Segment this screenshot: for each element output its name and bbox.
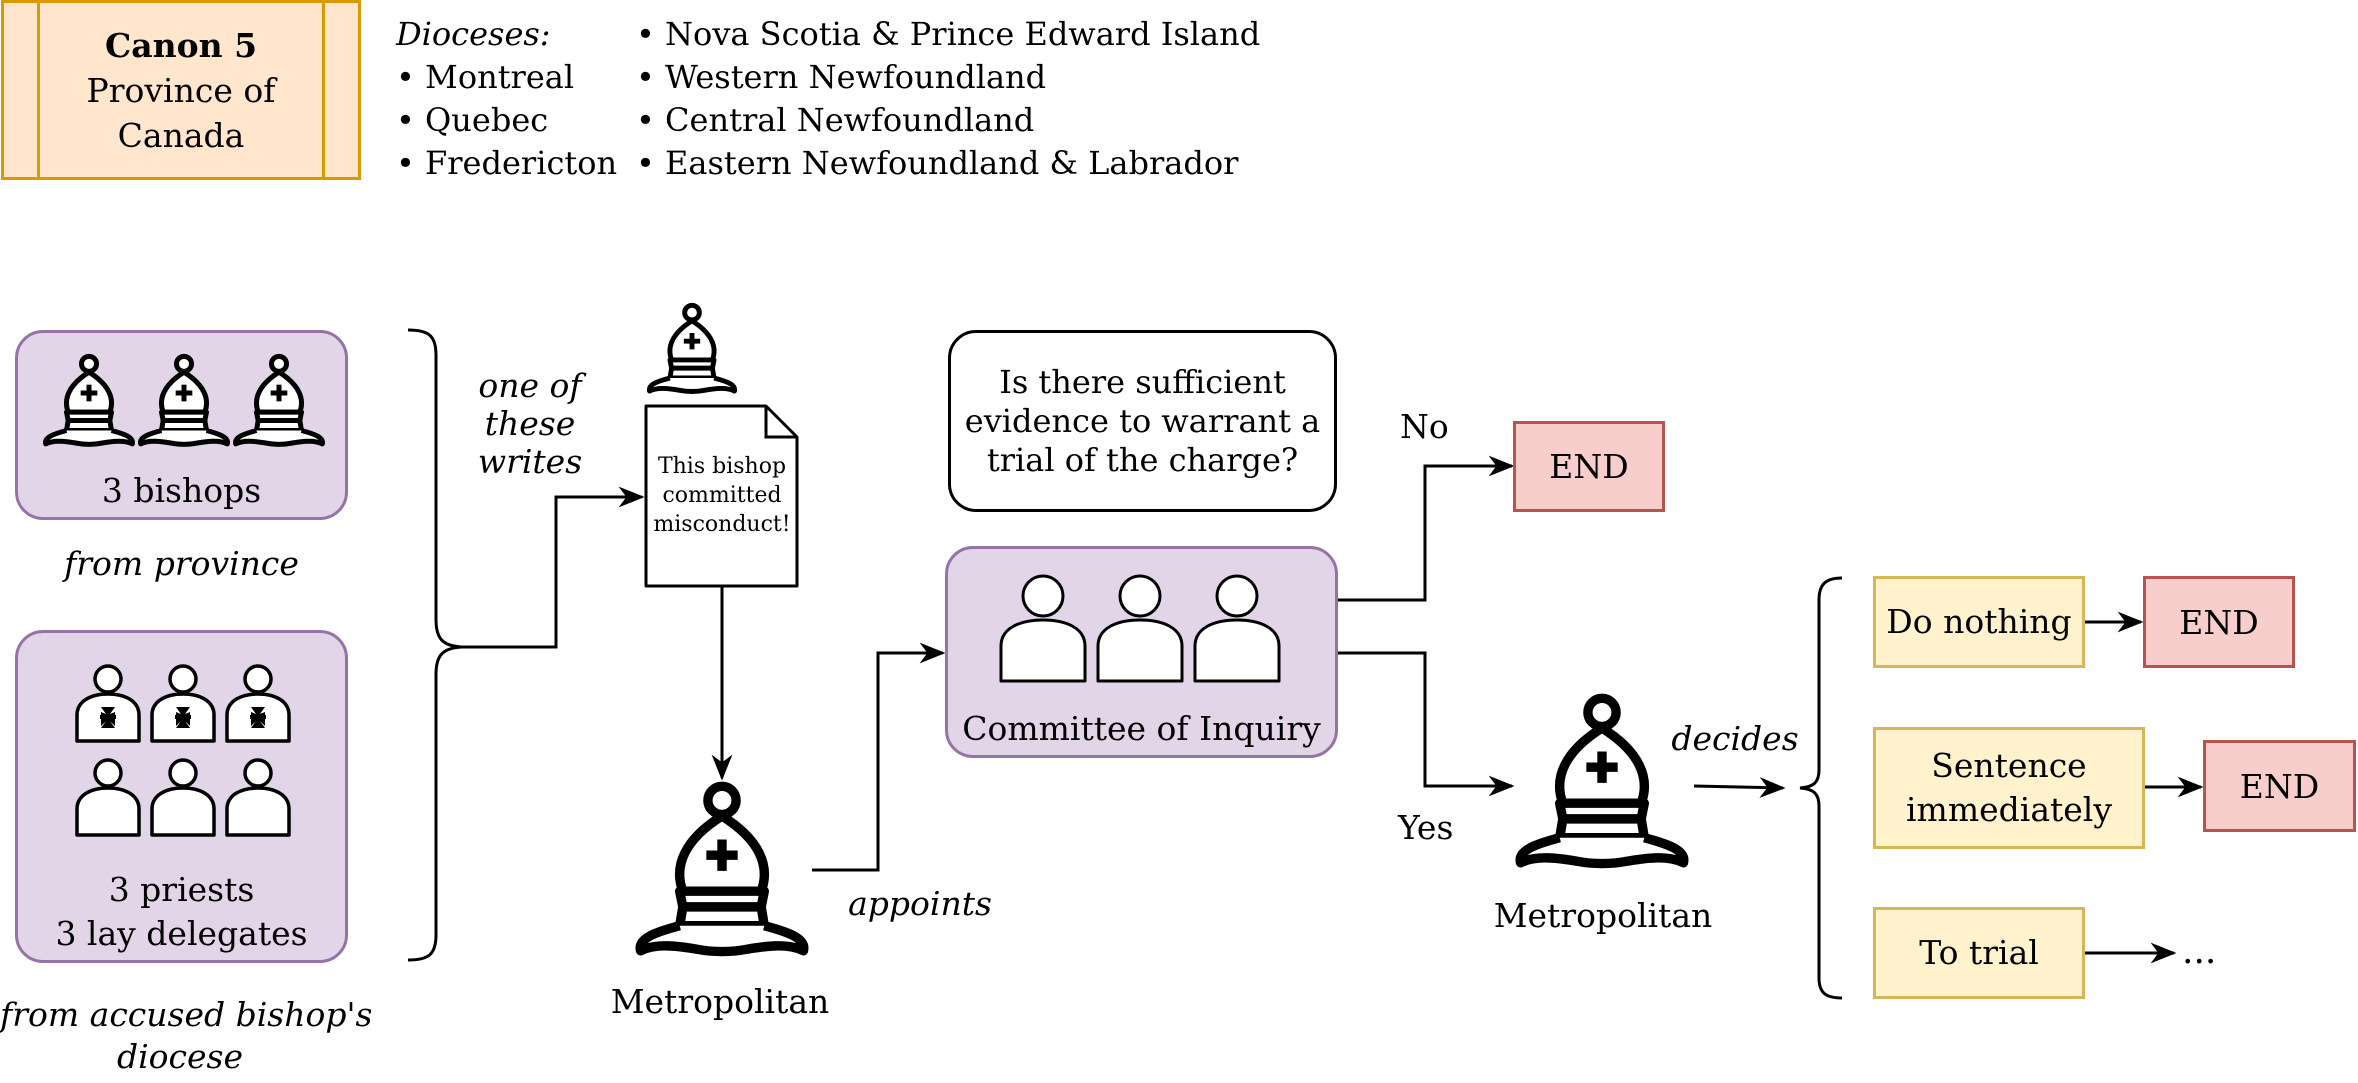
dioceses-list-left: Dioceses: • Montreal • Quebec • Frederic…	[396, 13, 617, 185]
end-box-sentence: END	[2203, 740, 2356, 832]
canon-title-box: Canon 5 Province of Canada	[1, 0, 361, 180]
appoints-label: appoints	[848, 884, 992, 923]
canon-title: Canon 5	[104, 26, 258, 65]
metropolitan-label-2: Metropolitan	[1493, 896, 1713, 935]
committee-of-inquiry-box: Committee of Inquiry	[945, 546, 1338, 758]
yes-branch-label: Yes	[1398, 808, 1454, 847]
metropolitan-bishop-icon	[628, 780, 816, 968]
diocese-item: • Eastern Newfoundland & Labrador	[636, 144, 1239, 182]
metropolitan-bishop-icon	[1508, 692, 1696, 880]
inquiry-question-box: Is there sufficient evidence to warrant …	[948, 330, 1337, 512]
writes-line3: writes	[477, 442, 583, 481]
person-icon	[1095, 574, 1185, 684]
writes-label: one of these writes	[455, 367, 605, 481]
dioceses-heading: Dioceses:	[396, 15, 551, 53]
document-text: This bishop committed misconduct!	[644, 452, 800, 539]
sentence-line1: Sentence	[1931, 746, 2087, 785]
writes-line2: these	[484, 404, 576, 443]
metropolitan-label: Metropolitan	[610, 982, 830, 1021]
no-branch-label: No	[1400, 407, 1449, 446]
diocese-item: • Fredericton	[396, 144, 618, 182]
sentence-line2: immediately	[1905, 790, 2112, 829]
canon-line1: Province of	[86, 71, 276, 110]
end-box-do-nothing: END	[2143, 576, 2295, 668]
diocese-item: • Nova Scotia & Prince Edward Island	[636, 15, 1261, 53]
document-line2: committed	[662, 483, 782, 508]
document-line3: misconduct!	[653, 512, 791, 537]
diocese-group-box: 3 priests 3 lay delegates	[15, 630, 348, 963]
question-line3: trial of the charge?	[986, 440, 1299, 479]
decides-label: decides	[1671, 719, 1799, 758]
canon-line2: Canada	[117, 116, 245, 155]
diocese-source-label-1: from accused bishop's	[0, 995, 373, 1034]
sentence-immediately-option: Sentence immediately	[1873, 727, 2145, 849]
writes-line1: one of	[478, 366, 582, 405]
bishops-group-box: 3 bishops	[15, 330, 348, 520]
diocese-item: • Montreal	[396, 58, 575, 96]
person-icon	[1192, 574, 1282, 684]
person-icon	[998, 574, 1088, 684]
diocese-item: • Western Newfoundland	[636, 58, 1047, 96]
end-box-no: END	[1513, 421, 1665, 512]
question-line2: evidence to warrant a	[964, 401, 1321, 440]
dioceses-list-right: • Nova Scotia & Prince Edward Island • W…	[636, 13, 1260, 185]
diocese-item: • Quebec	[396, 101, 549, 139]
diocese-item: • Central Newfoundland	[636, 101, 1035, 139]
document-line1: This bishop	[657, 454, 787, 479]
do-nothing-option: Do nothing	[1873, 576, 2085, 668]
priests-count-label: 3 priests	[108, 870, 255, 909]
bishops-count-label: 3 bishops	[101, 471, 262, 510]
committee-label: Committee of Inquiry	[962, 709, 1321, 748]
continuation-ellipsis: ...	[2182, 931, 2217, 972]
lay-delegates-count-label: 3 lay delegates	[55, 914, 308, 953]
question-line1: Is there sufficient	[999, 362, 1286, 401]
writer-bishop-icon	[643, 302, 741, 400]
complaint-document	[644, 404, 799, 588]
bishops-source-label: from province	[64, 544, 299, 583]
diocese-source-label-2: diocese	[116, 1037, 244, 1076]
to-trial-option: To trial	[1873, 907, 2085, 999]
